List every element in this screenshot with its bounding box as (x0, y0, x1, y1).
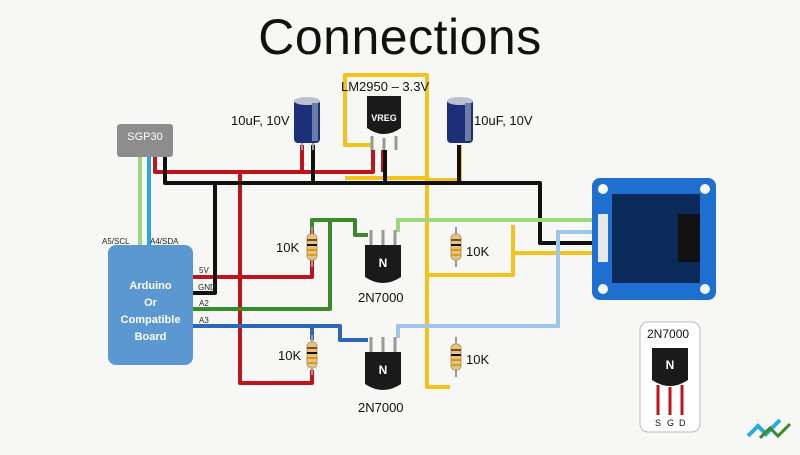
wire-oled-scl (396, 218, 600, 232)
wire-a2-green (193, 218, 368, 311)
resistor-label: 10K (278, 348, 302, 363)
pin-5v-label: 5V (199, 266, 209, 275)
pinout-pin-label: G (667, 418, 675, 428)
regulator-label: LM2950 – 3.3V (341, 79, 430, 94)
transistor-icon (365, 337, 401, 390)
transistor-chip-text: N (378, 363, 388, 377)
arduino-label: Arduino Or Compatible Board (120, 280, 181, 343)
resistor-icon (306, 335, 318, 375)
pin-sda-label: A4/SDA (150, 237, 179, 246)
wire-oled-sda (396, 230, 600, 338)
capacitor-left-icon (294, 97, 320, 150)
wire-a3-blue (193, 324, 368, 342)
resistor-label: 10K (276, 240, 300, 255)
resistor-icon (450, 227, 462, 267)
pin-a2-label: A2 (199, 299, 209, 308)
resistor-label: 10K (466, 244, 490, 259)
oled-display-icon (592, 178, 716, 300)
resistor-icon (450, 337, 462, 377)
brand-logo-icon (746, 418, 792, 440)
transistor-label: 2N7000 (358, 290, 404, 305)
transistor-chip-text: N (378, 256, 388, 270)
capacitor-right-label: 10uF, 10V (474, 113, 533, 128)
sensor-label: SGP30 (127, 131, 163, 143)
transistor-icon (365, 230, 401, 283)
pin-scl-label: A5/SCL (102, 237, 130, 246)
resistor-label: 10K (466, 352, 490, 367)
pinout-chip-text: N (665, 358, 675, 372)
transistor-label: 2N7000 (358, 400, 404, 415)
pinout-pin-label: D (679, 418, 686, 428)
arduino-board (108, 245, 193, 365)
page-title: Connections (258, 9, 542, 65)
pinout-card (639, 321, 701, 433)
pin-gnd-label: GND (198, 283, 216, 292)
capacitor-right-icon (447, 97, 473, 143)
regulator-chip-text: VREG (371, 113, 397, 123)
pinout-pin-label: S (655, 418, 662, 428)
sgp30-sensor (117, 124, 173, 157)
pinout-title: 2N7000 (647, 327, 690, 341)
capacitor-left-label: 10uF, 10V (231, 113, 290, 128)
voltage-regulator-icon (367, 96, 401, 150)
pin-a3-label: A3 (199, 316, 209, 325)
resistor-icon (306, 227, 318, 267)
